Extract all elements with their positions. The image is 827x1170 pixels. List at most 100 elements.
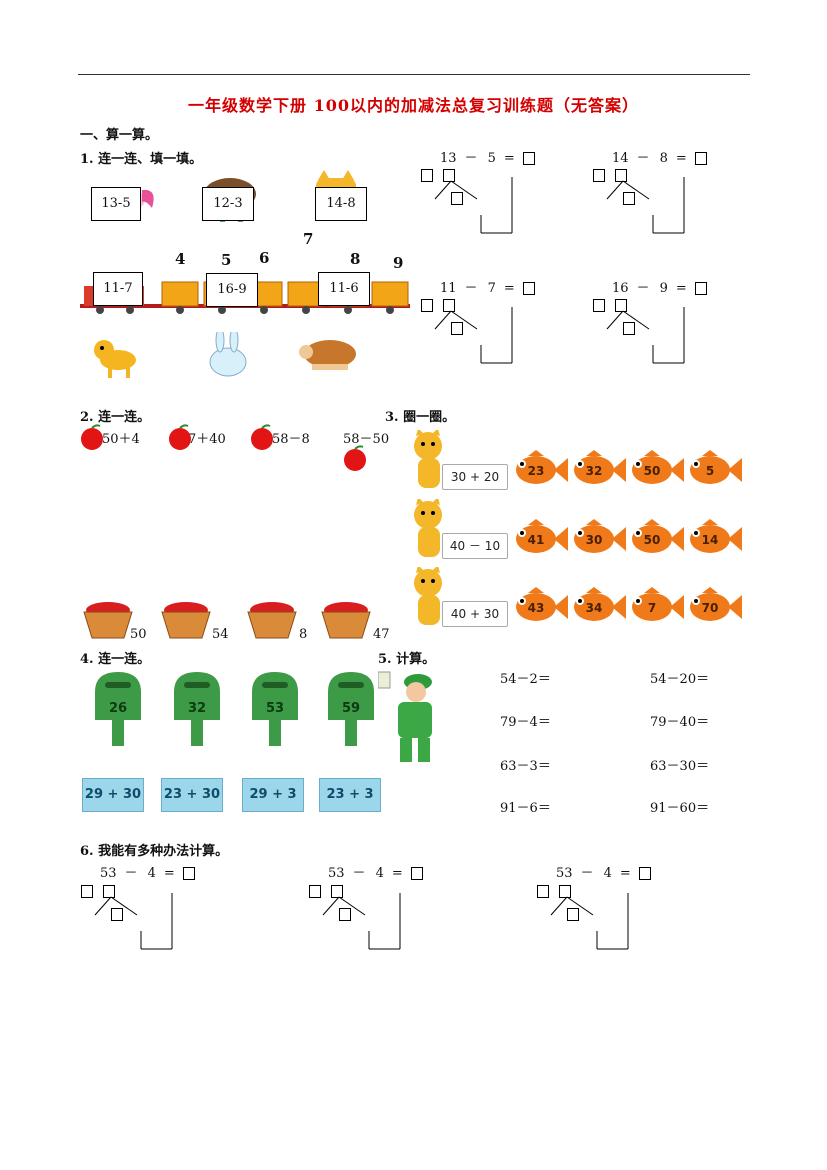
fish-icon[interactable]: 34	[572, 585, 628, 629]
split-equation: 16－9=	[612, 277, 707, 296]
fish-icon[interactable]: 5	[688, 448, 744, 492]
section-heading: 一、算一算。	[80, 128, 159, 143]
apple-icon	[169, 424, 191, 450]
apple-icon	[344, 445, 366, 471]
fish-icon[interactable]: 23	[514, 448, 570, 492]
split-box[interactable]	[593, 169, 605, 182]
split-equation: 53－4=	[556, 862, 651, 881]
split-box[interactable]	[81, 885, 93, 898]
equation-part: 53	[556, 866, 573, 881]
envelope-label[interactable]: 23 + 3	[319, 778, 381, 812]
top-card: 12-3	[202, 187, 254, 221]
train-number: 9	[393, 254, 404, 272]
cat-icon	[414, 430, 442, 488]
mailbox-icon[interactable]: 26	[93, 670, 143, 748]
basket-icon	[321, 602, 371, 639]
train-card: 16-9	[206, 273, 258, 307]
fish-icon[interactable]: 32	[572, 448, 628, 492]
fish-icon[interactable]: 50	[630, 517, 686, 561]
answer-box[interactable]	[638, 867, 651, 880]
fish-number: 32	[586, 464, 603, 478]
split-box[interactable]	[339, 908, 351, 921]
fish-icon[interactable]: 7	[630, 585, 686, 629]
train-number: 7	[303, 230, 314, 248]
split-equation: 14－8=	[612, 147, 707, 166]
equation-part: －	[124, 866, 138, 881]
basket-number: 8	[299, 627, 308, 642]
equation-part: =	[503, 151, 515, 166]
answer-box[interactable]	[182, 867, 195, 880]
rabbit-icon	[209, 332, 247, 377]
mailbox-icon[interactable]: 53	[250, 670, 300, 748]
calc-problem: 91－6＝	[500, 801, 551, 816]
split-box[interactable]	[451, 192, 463, 205]
split-box[interactable]	[451, 322, 463, 335]
cat-expression: 40 + 30	[442, 601, 508, 627]
answer-box[interactable]	[410, 867, 423, 880]
split-box[interactable]	[309, 885, 321, 898]
split-box[interactable]	[615, 299, 627, 312]
equation-part: 9	[659, 281, 668, 296]
equation-part: 14	[612, 151, 629, 166]
equation-part: －	[580, 866, 594, 881]
train-number: 4	[175, 250, 186, 268]
calc-problem: 54－2＝	[500, 672, 551, 687]
top-card: 14-8	[315, 187, 367, 221]
baskets	[83, 602, 371, 639]
apple-expression: 50＋4	[102, 432, 140, 447]
mailbox-icon[interactable]: 59	[326, 670, 376, 748]
split-connector-lines	[550, 893, 629, 950]
fish-number: 43	[528, 601, 545, 615]
fish-icon[interactable]: 70	[688, 585, 744, 629]
cat-icon	[414, 499, 442, 557]
calc-problem: 54－20＝	[650, 672, 710, 687]
split-box[interactable]	[623, 322, 635, 335]
equation-part: =	[391, 866, 403, 881]
equation-part: －	[636, 281, 650, 296]
split-box[interactable]	[421, 299, 433, 312]
split-box[interactable]	[111, 908, 123, 921]
equation-part: 13	[440, 151, 457, 166]
header-rule	[78, 74, 750, 75]
train-number: 8	[350, 250, 361, 268]
fish-icon[interactable]: 41	[514, 517, 570, 561]
equation-part: 4	[603, 866, 612, 881]
equation-part: 53	[328, 866, 345, 881]
fish-icon[interactable]: 30	[572, 517, 628, 561]
basket-icon	[247, 602, 297, 639]
equation-part: 4	[375, 866, 384, 881]
fish-icon[interactable]: 50	[630, 448, 686, 492]
split-box[interactable]	[623, 192, 635, 205]
fish-number: 50	[644, 533, 661, 547]
split-box[interactable]	[331, 885, 343, 898]
answer-box[interactable]	[694, 282, 707, 295]
fish-icon[interactable]: 43	[514, 585, 570, 629]
split-box[interactable]	[593, 299, 605, 312]
split-box[interactable]	[559, 885, 571, 898]
mailbox-icon[interactable]: 32	[172, 670, 222, 748]
answer-box[interactable]	[522, 152, 535, 165]
question-6-heading: 6. 我能有多种办法计算。	[80, 844, 229, 859]
split-box[interactable]	[443, 299, 455, 312]
envelope-label[interactable]: 29 + 30	[82, 778, 144, 812]
envelope-label[interactable]: 29 + 3	[242, 778, 304, 812]
split-equation: 13－5=	[440, 147, 535, 166]
fish-icon[interactable]: 14	[688, 517, 744, 561]
calc-problem: 79－4＝	[500, 715, 551, 730]
answer-box[interactable]	[694, 152, 707, 165]
split-box[interactable]	[443, 169, 455, 182]
split-box[interactable]	[567, 908, 579, 921]
split-box[interactable]	[421, 169, 433, 182]
split-box[interactable]	[615, 169, 627, 182]
turtle-icon	[299, 340, 356, 370]
equation-part: 7	[487, 281, 496, 296]
question-2-heading: 2. 连一连。	[80, 410, 151, 425]
split-box[interactable]	[537, 885, 549, 898]
fish-number: 41	[528, 533, 545, 547]
apple-expression: 58－8	[272, 432, 310, 447]
equation-part: =	[675, 151, 687, 166]
equation-part: 53	[100, 866, 117, 881]
split-box[interactable]	[103, 885, 115, 898]
answer-box[interactable]	[522, 282, 535, 295]
envelope-label[interactable]: 23 + 30	[161, 778, 223, 812]
